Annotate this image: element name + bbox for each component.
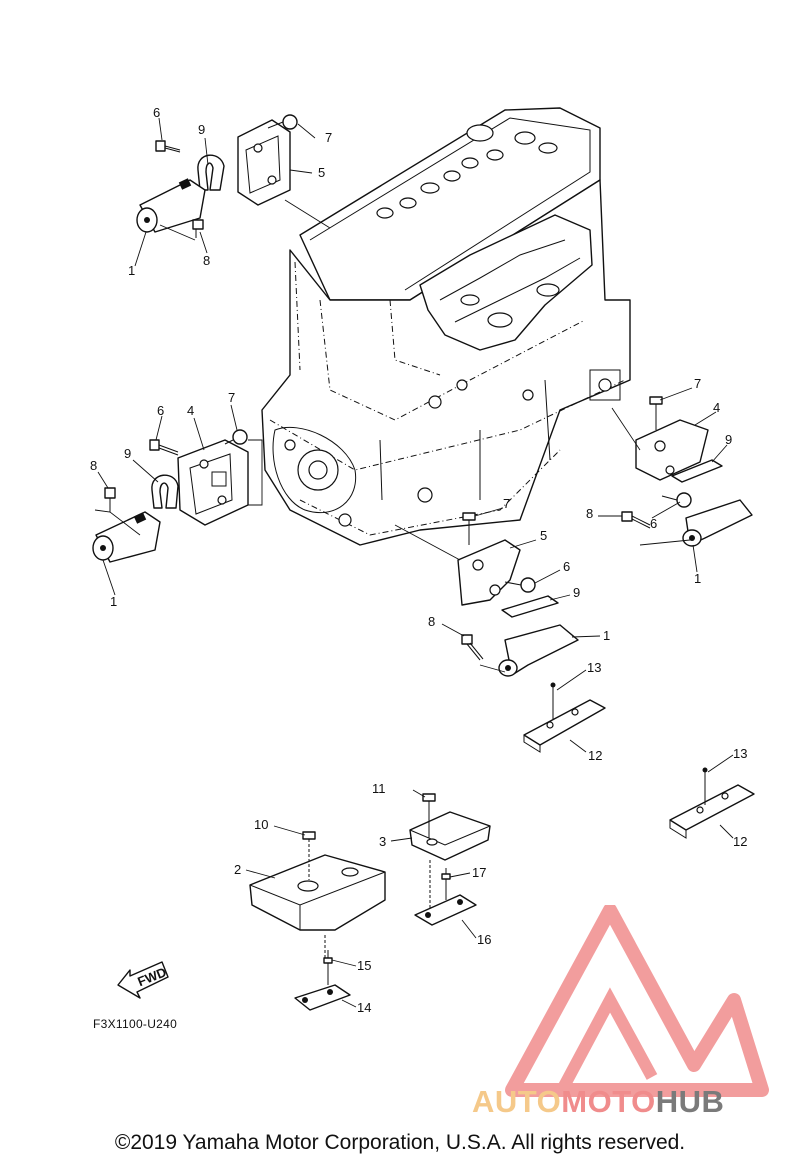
callout-9: 9 bbox=[198, 122, 205, 137]
plate-14 bbox=[294, 984, 351, 1011]
callout-13: 13 bbox=[733, 746, 747, 761]
stud-15 bbox=[323, 950, 333, 985]
bolt-8-left bbox=[104, 487, 116, 512]
bracket-5-center bbox=[457, 539, 521, 606]
mount-assembly-center bbox=[394, 512, 579, 677]
bolt-10 bbox=[302, 831, 316, 880]
shim-9-top bbox=[197, 154, 225, 191]
callout-9: 9 bbox=[725, 432, 732, 447]
callout-1: 1 bbox=[110, 594, 117, 609]
mount-assembly-mid-left bbox=[92, 429, 263, 563]
bolt-6-left bbox=[149, 439, 179, 456]
mount-block-2 bbox=[249, 831, 386, 1011]
mount-assembly-top-left bbox=[136, 114, 331, 241]
callout-6: 6 bbox=[153, 105, 160, 120]
shim-9-left bbox=[151, 474, 179, 509]
callout-15: 15 bbox=[357, 958, 371, 973]
callout-7: 7 bbox=[228, 390, 235, 405]
rivet-13-right bbox=[702, 767, 708, 805]
bolt-6-right bbox=[661, 492, 692, 508]
bolt-8-right bbox=[621, 511, 651, 529]
triangle-mark-icon bbox=[505, 905, 769, 1097]
callout-7: 7 bbox=[325, 130, 332, 145]
bolt-8-top bbox=[192, 219, 204, 238]
callout-2: 2 bbox=[234, 862, 241, 877]
bracket-4-left bbox=[177, 439, 249, 526]
copyright-notice: ©2019 Yamaha Motor Corporation, U.S.A. A… bbox=[114, 1131, 686, 1154]
callout-4: 4 bbox=[713, 400, 720, 415]
mount-assembly-right bbox=[611, 396, 753, 547]
bolt-7-right bbox=[649, 396, 663, 430]
engine-mount-1-right bbox=[682, 499, 753, 547]
callout-9: 9 bbox=[124, 446, 131, 461]
callout-6: 6 bbox=[650, 516, 657, 531]
bolt-6-top bbox=[155, 140, 181, 153]
callout-leaders bbox=[97, 117, 734, 1008]
mount-block-3 bbox=[409, 793, 491, 926]
callout-7: 7 bbox=[694, 376, 701, 391]
engine-block bbox=[261, 107, 631, 546]
callout-numbers: 1 1 1 1 2 3 4 4 5 5 6 6 6 6 7 7 7 7 8 8 … bbox=[90, 105, 747, 1015]
callout-8: 8 bbox=[90, 458, 97, 473]
bolt-6-center bbox=[504, 577, 536, 593]
bolt-11 bbox=[422, 793, 436, 838]
callout-10: 10 bbox=[254, 817, 268, 832]
fwd-arrow-icon: FWD bbox=[117, 961, 169, 999]
bolt-7-center bbox=[462, 512, 476, 545]
shim-9-center bbox=[501, 595, 559, 618]
logo-word-auto: AUTO bbox=[472, 1084, 561, 1119]
stud-17 bbox=[441, 868, 451, 900]
bolt-7-top bbox=[267, 114, 298, 130]
logo-word-moto: MOTO bbox=[561, 1084, 655, 1119]
logo-wordmark: AUTOMOTOHUB bbox=[472, 1084, 724, 1119]
triangle-mark-inner bbox=[556, 987, 658, 1093]
callout-5: 5 bbox=[318, 165, 325, 180]
callout-7: 7 bbox=[503, 496, 510, 511]
bolt-7-left bbox=[224, 429, 248, 445]
callout-17: 17 bbox=[472, 865, 486, 880]
callout-3: 3 bbox=[379, 834, 386, 849]
camshaft-caps bbox=[376, 124, 558, 219]
callout-6: 6 bbox=[157, 403, 164, 418]
callout-12: 12 bbox=[588, 748, 602, 763]
callout-1: 1 bbox=[603, 628, 610, 643]
bracket-5-top bbox=[237, 119, 291, 206]
callout-12: 12 bbox=[733, 834, 747, 849]
engine-mount-1-center bbox=[498, 624, 579, 677]
callout-6: 6 bbox=[563, 559, 570, 574]
callout-14: 14 bbox=[357, 1000, 371, 1015]
engine-mount-1-top bbox=[136, 178, 206, 233]
shim-9-right bbox=[671, 459, 723, 483]
rivet-13-center bbox=[550, 682, 556, 720]
callout-13: 13 bbox=[587, 660, 601, 675]
plate-16 bbox=[414, 894, 477, 926]
bolt-8-center bbox=[461, 634, 484, 661]
plate-12-right bbox=[669, 767, 755, 839]
callout-9: 9 bbox=[573, 585, 580, 600]
callout-5: 5 bbox=[540, 528, 547, 543]
engine-mount-1-left bbox=[92, 511, 161, 563]
bracket-4-right bbox=[635, 419, 709, 481]
plate-12-center bbox=[523, 682, 606, 753]
automotohub-logo: AUTOMOTOHUB bbox=[472, 905, 769, 1119]
triangle-mark-outer bbox=[505, 905, 769, 1097]
callout-1: 1 bbox=[128, 263, 135, 278]
callout-4: 4 bbox=[187, 403, 194, 418]
crankcase-face bbox=[272, 369, 621, 527]
callout-11: 11 bbox=[372, 781, 386, 796]
callout-1: 1 bbox=[694, 571, 701, 586]
callout-8: 8 bbox=[586, 506, 593, 521]
figure-code: F3X1100-U240 bbox=[93, 1017, 178, 1031]
callout-8: 8 bbox=[428, 614, 435, 629]
callout-8: 8 bbox=[203, 253, 210, 268]
exhaust-manifold bbox=[419, 214, 593, 351]
logo-word-hub: HUB bbox=[656, 1084, 725, 1119]
callout-16: 16 bbox=[477, 932, 491, 947]
